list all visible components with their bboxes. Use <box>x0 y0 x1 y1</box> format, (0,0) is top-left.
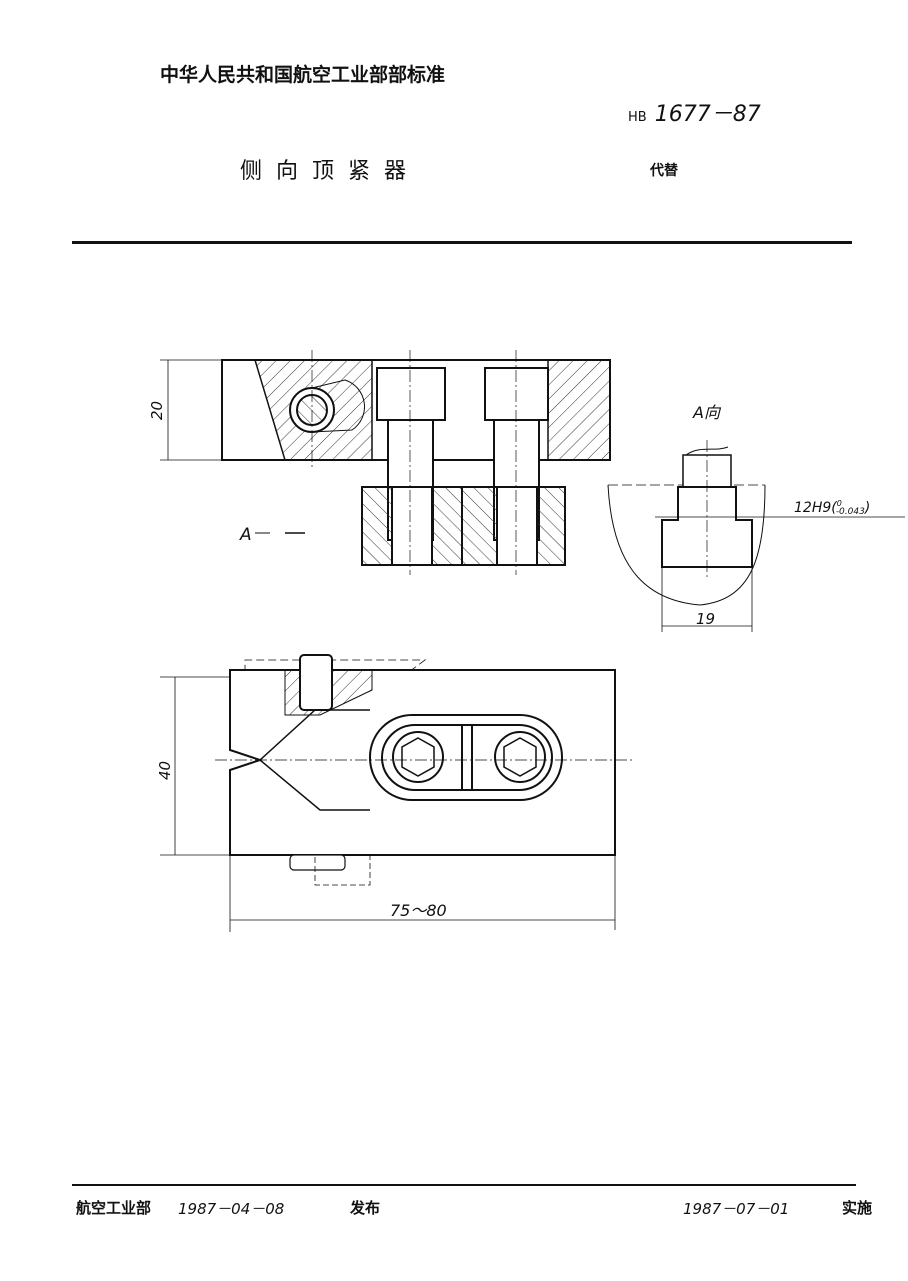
footer-rule <box>72 1184 856 1186</box>
org-header: 中华人民共和国航空工业部部标准 <box>160 64 446 86</box>
header-rule <box>72 241 852 244</box>
document-title: 侧向顶紧器 <box>240 159 421 184</box>
replaces-label: 代替 <box>650 163 678 179</box>
issue-date: 1987－04－08 <box>178 1200 285 1218</box>
code-prefix: HB <box>628 110 647 125</box>
plan-view <box>160 654 635 932</box>
tolerance-upper: 0 <box>837 499 842 508</box>
view-arrow-label: A <box>239 525 252 545</box>
dim-height-top: 20 <box>148 401 166 420</box>
tolerance-base: 12H9( <box>794 500 837 516</box>
issue-word: 发布 <box>350 1199 381 1217</box>
code-number: 1677－87 <box>654 102 761 127</box>
tolerance-close: ) <box>864 500 870 516</box>
effective-date: 1987－07－01 <box>683 1200 790 1218</box>
effective-word: 实施 <box>842 1199 873 1217</box>
tolerance-label: 12H9(0-0.043) <box>794 499 870 517</box>
issuer: 航空工业部 <box>76 1199 152 1217</box>
standard-code: HB 1677－87 <box>628 96 761 128</box>
dim-length-plan: 75～80 <box>390 901 447 920</box>
dim-width-side: 19 <box>696 610 715 628</box>
dim-height-plan: 40 <box>156 761 174 780</box>
section-view <box>160 350 611 575</box>
view-a-label: A向 <box>692 403 722 422</box>
side-view <box>607 440 905 632</box>
tolerance-lower: -0.043 <box>836 507 865 517</box>
